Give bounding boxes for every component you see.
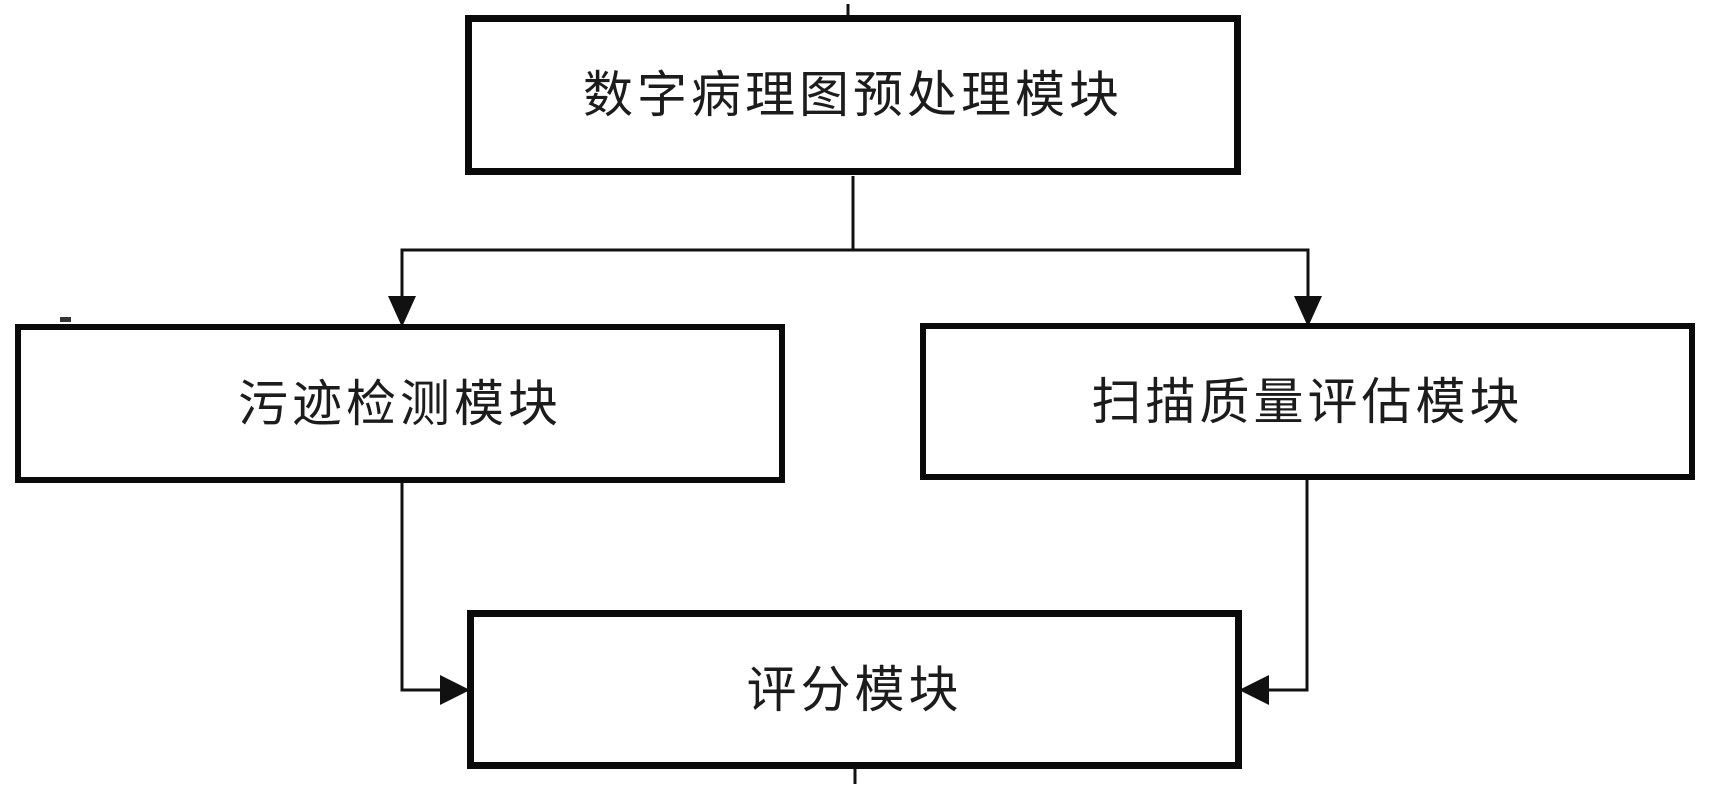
node-preprocessing-label: 数字病理图预处理模块 [583,67,1123,123]
node-scan-quality-module: 扫描质量评估模块 [920,323,1695,480]
node-scan-quality-label: 扫描质量评估模块 [1091,373,1524,430]
arrowhead-left-into-scoring [1239,675,1269,705]
node-stain-detection-label: 污迹检测模块 [238,375,562,432]
edge-preprocessing-to-scan-quality [1294,250,1322,327]
quality-to-scoring-line [1266,480,1309,692]
node-scoring-module: 评分模块 [467,610,1242,769]
edge-trunk-from-preprocessing [400,176,1310,252]
arrowhead-down-into-scan-quality [1294,296,1322,327]
ink-speck-artifact [60,317,71,322]
node-preprocessing-module: 数字病理图预处理模块 [465,15,1241,175]
arrowhead-down-into-stain-detection [388,296,416,327]
edge-stain-detection-to-scoring [400,483,470,705]
edge-scan-quality-to-scoring [1239,480,1309,705]
stain-to-scoring-line [400,483,443,692]
node-scoring-label: 评分模块 [746,661,963,718]
edge-preprocessing-to-stain-detection [388,250,416,327]
arrowhead-right-into-scoring [440,675,470,705]
node-stain-detection-module: 污迹检测模块 [15,324,785,483]
